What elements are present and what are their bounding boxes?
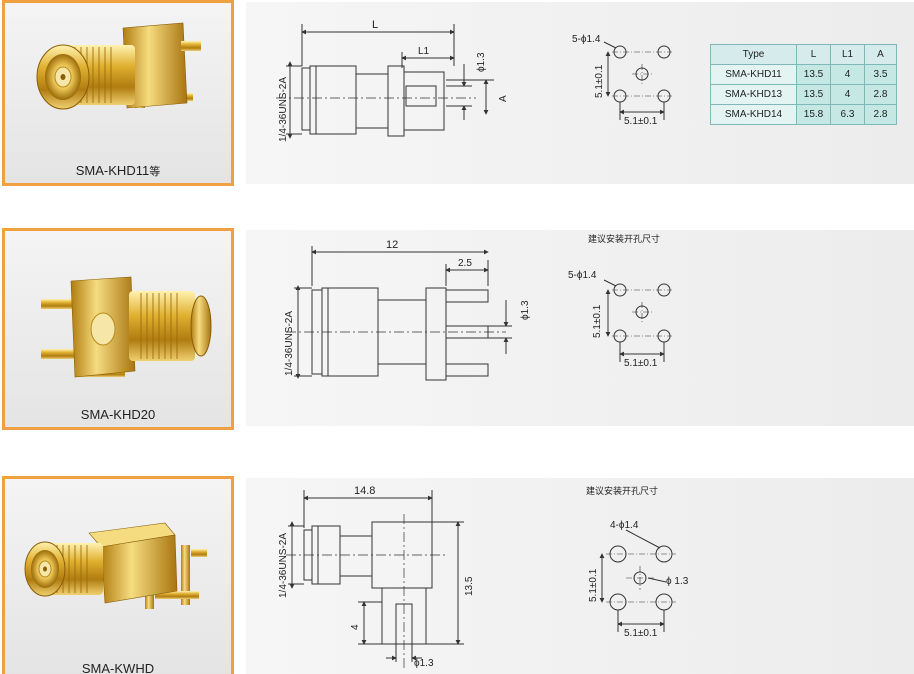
thread-spec-label: 1/4-36UNS-2A bbox=[278, 533, 289, 598]
product-photo-card: SMA-KHD20 bbox=[2, 228, 234, 430]
table-row: SMA-KHD11 13.5 4 3.5 bbox=[710, 64, 897, 85]
thread-spec-label: 1/4-36UNS-2A bbox=[278, 77, 289, 142]
footprint-vertical-label: 5.1±0.1 bbox=[592, 304, 603, 338]
product-model-label: SMA-KWHD bbox=[81, 661, 155, 674]
footprint-holes-label: 5-ϕ1.4 bbox=[568, 270, 597, 281]
footprint-title: 建议安装开孔尺寸 bbox=[588, 233, 660, 244]
cell-type: SMA-KHD13 bbox=[710, 84, 797, 105]
dim-A-label: A bbox=[498, 95, 509, 102]
footprint-holes-label: 5-ϕ1.4 bbox=[572, 34, 601, 45]
connector-photo bbox=[36, 22, 201, 110]
cell-L: 13.5 bbox=[796, 64, 831, 85]
dim-pin-label: ϕ1.3 bbox=[476, 52, 487, 72]
header-type: Type bbox=[710, 44, 797, 65]
spec-table: Type L L1 A SMA-KHD11 13.5 4 3.5 SMA-KHD… bbox=[710, 44, 897, 125]
cell-L1: 4 bbox=[830, 84, 865, 105]
dim-pin-label: ϕ1.3 bbox=[414, 658, 434, 669]
cell-type: SMA-KHD14 bbox=[710, 104, 797, 125]
side-view-drawing: 14.8 13.5 4 ϕ1.3 1/4-36UNS-2A 建议安装开孔尺寸 bbox=[278, 485, 689, 669]
cell-L: 13.5 bbox=[796, 84, 831, 105]
spec-table-header-row: Type L L1 A bbox=[710, 44, 897, 65]
dim-height-label: 13.5 bbox=[464, 576, 475, 596]
mounting-footprint bbox=[603, 41, 671, 120]
product-row-khd11: SMA-KHD11等 bbox=[0, 0, 914, 190]
cell-A: 2.8 bbox=[864, 104, 897, 125]
footprint-horizontal-label: 5.1±0.1 bbox=[624, 116, 658, 127]
table-row: SMA-KHD14 15.8 6.3 2.8 bbox=[710, 104, 897, 125]
side-view-drawing: L L1 ϕ1.3 A 1/4-36UNS-2A 5 bbox=[276, 19, 672, 142]
cell-A: 3.5 bbox=[864, 64, 897, 85]
dim-L-label: L bbox=[372, 19, 378, 31]
connector-photo bbox=[24, 522, 207, 609]
dim-tail-label: 4 bbox=[350, 624, 361, 630]
technical-drawing-panel: 14.8 13.5 4 ϕ1.3 1/4-36UNS-2A 建议安装开孔尺寸 bbox=[246, 478, 914, 674]
footprint-vertical-label: 5.1±0.1 bbox=[594, 64, 605, 98]
mounting-footprint bbox=[603, 279, 671, 362]
product-row-kwhd: SMA-KWHD bbox=[0, 476, 914, 674]
thread-spec-label: 1/4-36UNS-2A bbox=[284, 311, 295, 376]
header-A: A bbox=[864, 44, 897, 65]
cell-L1: 6.3 bbox=[830, 104, 865, 125]
footprint-title: 建议安装开孔尺寸 bbox=[586, 485, 658, 496]
cell-A: 2.8 bbox=[864, 84, 897, 105]
table-row: SMA-KHD13 13.5 4 2.8 bbox=[710, 84, 897, 105]
dim-L1-label: L1 bbox=[418, 46, 430, 57]
header-L: L bbox=[796, 44, 831, 65]
technical-drawing-panel: 12 2.5 ϕ1.3 1/4-36UNS-2A 建议安装开孔尺寸 bbox=[246, 230, 914, 426]
product-model-label: SMA-KHD11 bbox=[75, 163, 150, 178]
footprint-horizontal-label: 5.1±0.1 bbox=[624, 628, 658, 639]
footprint-horizontal-label: 5.1±0.1 bbox=[624, 358, 658, 369]
dim-length-label: 14.8 bbox=[354, 485, 375, 497]
product-photo-card: SMA-KHD11等 bbox=[2, 0, 234, 186]
header-L1: L1 bbox=[830, 44, 865, 65]
footprint-vertical-label: 5.1±0.1 bbox=[588, 568, 599, 602]
cell-L1: 4 bbox=[830, 64, 865, 85]
product-model-suffix: 等 bbox=[149, 166, 161, 178]
side-view-drawing: 12 2.5 ϕ1.3 1/4-36UNS-2A 建议安装开孔尺寸 bbox=[284, 233, 672, 381]
product-photo-card: SMA-KWHD bbox=[2, 476, 234, 674]
product-model-label: SMA-KHD20 bbox=[80, 407, 156, 422]
dim-tail-label: 2.5 bbox=[458, 258, 472, 269]
dim-length-label: 12 bbox=[386, 239, 398, 251]
mounting-footprint bbox=[599, 529, 673, 632]
dim-pin-label: ϕ1.3 bbox=[520, 300, 531, 320]
cell-type: SMA-KHD11 bbox=[710, 64, 797, 85]
footprint-holes-label: 4-ϕ1.4 bbox=[610, 520, 639, 531]
product-row-khd20: SMA-KHD20 bbox=[0, 228, 914, 434]
connector-photo bbox=[41, 276, 212, 378]
footprint-center-label: ϕ 1.3 bbox=[666, 576, 689, 587]
cell-L: 15.8 bbox=[796, 104, 831, 125]
